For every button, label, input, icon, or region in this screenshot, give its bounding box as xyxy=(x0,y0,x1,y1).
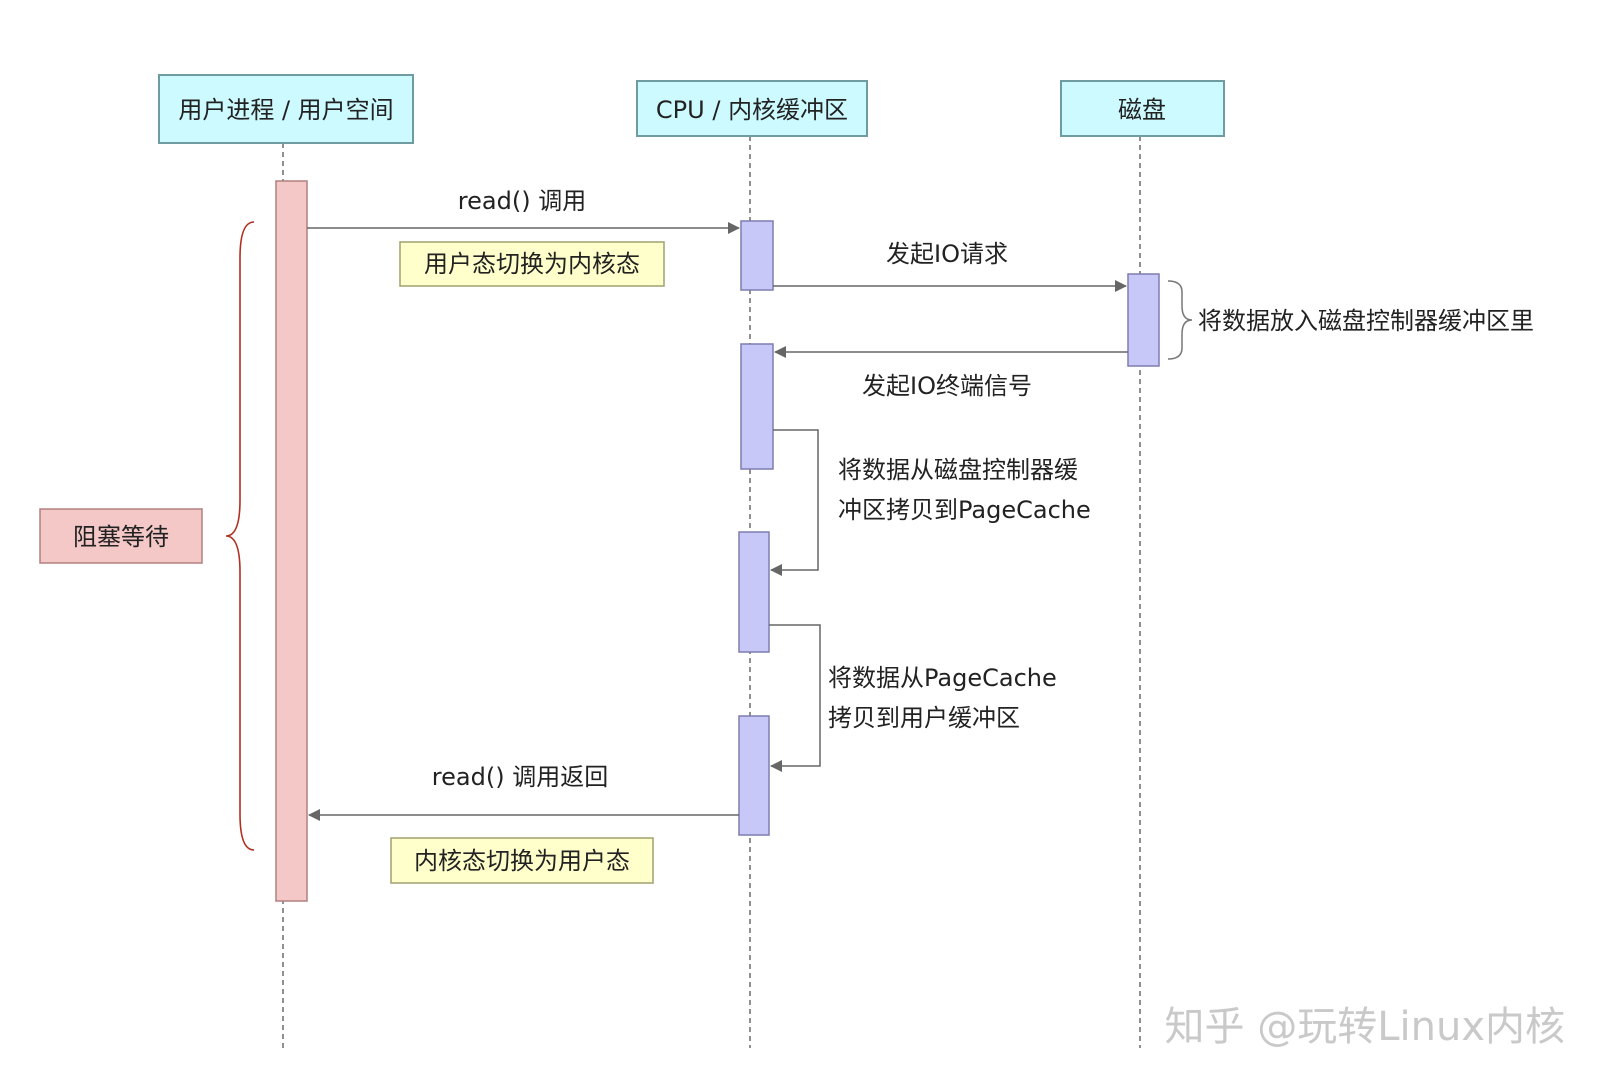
note-disk-buffer: 将数据放入磁盘控制器缓冲区里 xyxy=(1198,307,1534,335)
label-io-request: 发起IO请求 xyxy=(886,240,1008,268)
lane-header-user: 用户进程 / 用户空间 xyxy=(158,74,414,144)
note-copy-to-pagecache-line2: 冲区拷贝到PageCache xyxy=(838,496,1091,524)
arrow-copy-to-pagecache xyxy=(770,429,819,576)
brace-disk-buffer xyxy=(1167,280,1193,360)
note-to-kernel-mode: 用户态切换为内核态 xyxy=(399,241,665,287)
watermark: 知乎 @玩转Linux内核 xyxy=(1165,1004,1566,1050)
activation-disk xyxy=(1127,273,1160,367)
label-read-call: read() 调用 xyxy=(458,187,586,215)
note-copy-to-pagecache-line1: 将数据从磁盘控制器缓 xyxy=(838,456,1078,484)
lane-header-cpu: CPU / 内核缓冲区 xyxy=(636,80,868,137)
brace-blocking xyxy=(225,221,255,851)
lane-header-disk-label: 磁盘 xyxy=(1118,96,1166,124)
activation-cpu-3 xyxy=(738,531,770,653)
note-blocking-wait-label: 阻塞等待 xyxy=(73,523,169,551)
arrow-copy-to-user xyxy=(769,624,821,772)
lane-header-disk: 磁盘 xyxy=(1060,80,1225,137)
activation-user xyxy=(275,180,308,902)
label-read-return: read() 调用返回 xyxy=(432,763,608,791)
note-to-user-mode-label: 内核态切换为用户态 xyxy=(414,847,630,875)
lane-header-user-label: 用户进程 / 用户空间 xyxy=(178,96,393,124)
activation-cpu-1 xyxy=(740,220,774,291)
note-copy-to-user-line2: 拷贝到用户缓冲区 xyxy=(828,704,1020,732)
label-io-interrupt: 发起IO终端信号 xyxy=(862,372,1032,400)
activation-cpu-2 xyxy=(740,343,774,470)
note-to-user-mode: 内核态切换为用户态 xyxy=(390,837,654,884)
lane-header-cpu-label: CPU / 内核缓冲区 xyxy=(656,96,848,124)
note-blocking-wait: 阻塞等待 xyxy=(39,508,203,564)
note-to-kernel-mode-label: 用户态切换为内核态 xyxy=(424,250,640,278)
activation-cpu-4 xyxy=(738,715,770,836)
note-copy-to-user-line1: 将数据从PageCache xyxy=(828,664,1057,692)
